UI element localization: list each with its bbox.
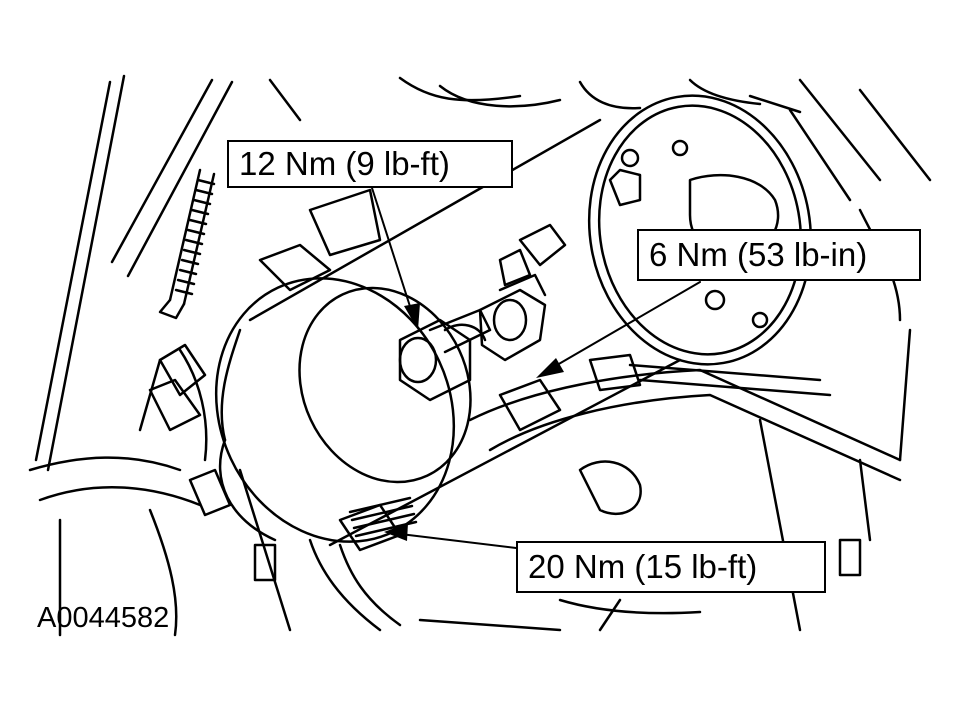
outlet-fitting	[478, 223, 567, 362]
arrowhead-20nm	[384, 523, 408, 541]
mounting-bracket	[148, 188, 382, 517]
fuel-line-hose	[468, 353, 902, 482]
bottom-clamp-nut	[253, 460, 862, 632]
background-engine-outline	[28, 74, 932, 637]
arrowheads	[384, 303, 564, 541]
figure-id-label: A0044582	[37, 602, 170, 634]
torque-callout-6nm: 6 Nm (53 lb-in)	[637, 229, 921, 281]
torque-callout-20nm: 20 Nm (15 lb-ft)	[516, 541, 826, 593]
threaded-stud	[158, 168, 216, 320]
leader-line-6nm	[544, 281, 701, 373]
inlet-fitting	[398, 308, 492, 402]
leader-line-12nm	[371, 187, 416, 323]
torque-callout-12nm: 12 Nm (9 lb-ft)	[227, 140, 513, 188]
leader-line-20nm	[391, 532, 517, 549]
leader-lines	[371, 187, 701, 549]
arrowhead-6nm	[536, 358, 564, 378]
arrowhead-12nm	[404, 303, 420, 330]
